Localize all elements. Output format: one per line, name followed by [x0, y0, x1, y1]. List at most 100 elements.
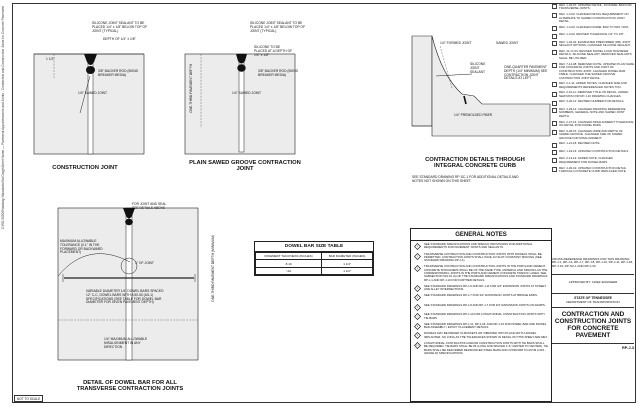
revision-box: [552, 166, 557, 172]
revision-text: REV. 2-13-19: ADDED NOTE, CHANGED REQUIR…: [559, 156, 613, 164]
dowel-bar-size-table: DOWEL BAR SIZE TABLE PAVEMENT THICKNESS …: [254, 241, 374, 277]
table-cell: 1 1/2": [321, 266, 373, 276]
curb-note: SEE STANDARD DRAWING RP-SC-1 FOR ADDITIO…: [412, 175, 519, 183]
cj-label-rod: 3/8" BACKER ROD (BOND BREAKER MEDIA): [98, 69, 139, 77]
sheet-border: [12, 3, 636, 403]
revision-text: REV. 9-28-15: CHANGED WIRE AND DEPTH OF …: [559, 128, 623, 140]
silicone-sealant: [84, 54, 97, 65]
approval: APPROVED BY: CHIEF ENGINEER: [568, 280, 618, 285]
revision-text: REV. 3-26-12: REVISED NUMBER FOR DETAILS…: [559, 99, 625, 104]
revision-box: [552, 4, 557, 10]
table-row: >10 1 1/2": [254, 266, 373, 276]
department: DEPARTMENT OF TRANSPORTATION: [566, 299, 620, 304]
revision-text: REV. 2-16-11: REMOVED TITLE ON DETAIL. A…: [559, 90, 629, 98]
revision-item: REV. 11-17-04: REVISED DOWEL LOAD TRANSF…: [552, 48, 634, 60]
curb-drawing: [411, 35, 551, 137]
sawed-groove-drawing: [184, 53, 296, 155]
revision-item: REV. 4-30-19: UPDATED CONSTRUCTION DETAI…: [552, 165, 634, 174]
revision-text: REV. 4-29-14: CHANGED DRAWING REFERENCE …: [559, 106, 626, 118]
curb-label-depth: ONE-QUARTER PAVEMENT DEPTH (1/4" MINIMUM…: [504, 65, 548, 81]
revision-box: [552, 62, 557, 68]
sg-label-third: ONE-THIRD PAVEMENT DEPTH: [189, 64, 193, 113]
revision-box: [552, 91, 557, 97]
revision-item: REV. 2-27-15: CHANGED MISALIGNMENT TOLER…: [552, 119, 634, 128]
revision-item: REV. 4-29-14: CHANGED DRAWING REFERENCE …: [552, 106, 634, 118]
general-notes-title: GENERAL NOTES: [411, 229, 551, 241]
revision-box: [552, 157, 557, 163]
revision-text: REV. 1-21-18: REVISED NOTE.: [559, 141, 601, 146]
dowel-label-third: ONE-THIRD PAVEMENT DEPTH (MINIMUM): [211, 235, 215, 302]
sg-label-rod: 3/8" BACKER ROD (BOND BREAKER MEDIA): [258, 69, 299, 77]
curb-label-fiber: 1/4" PREMOLDED FIBER: [454, 113, 493, 117]
revision-box: [552, 150, 557, 156]
revision-box: [552, 13, 557, 19]
cj-label-saw: 1/4" SAWED JOINT: [78, 91, 108, 95]
revision-text: REV. 1-4-00: CHANGED DETAIL REQUIREMENT …: [559, 12, 629, 24]
revision-text: REV. 2-27-15: CHANGED MISALIGNMENT TOLER…: [559, 119, 634, 128]
curb-label-sealant: SILICONE JOINT SEALANT: [470, 62, 486, 74]
revision-text: REV. 1-23-19: UPDATED CONSTRUCTION DETAI…: [559, 148, 629, 153]
revision-text: REV. 2-1-11: ADDED NOTES, CHANGED SIZE A…: [559, 81, 627, 89]
revision-box: [552, 120, 557, 126]
revision-text: REV. 1-4-00: CHANGED DOWEL BAR TO 50% / …: [559, 24, 630, 29]
dowel-label-joint: 1" OF JOINT: [135, 261, 154, 265]
revision-box: [552, 41, 557, 47]
dowel-detail-title: DETAIL OF DOWEL BAR FOR ALL TRANSVERSE C…: [76, 380, 184, 392]
dowel-table-header: BAR DIAMETER (INCHES): [321, 251, 373, 261]
revision-text: REV. 4-30-19: UPDATED CONSTRUCTION DETAI…: [559, 165, 627, 174]
file-path-strip: Z:\RD-5050\Roadway Standards\Std Dwgs\Sh…: [1, 6, 10, 402]
dowel-detail-drawing: [57, 207, 199, 361]
revision-item: REV. 1-04-02: ELIMINATED PREFORMED (RR) …: [552, 39, 634, 48]
construction-joint-drawing: [33, 53, 145, 155]
revision-box: [552, 33, 557, 39]
revision-text: REV. 1-4-00: REVISED TOLERANCE 1/4" TO 1…: [559, 32, 625, 37]
revision-box: [552, 50, 557, 56]
state-name: STATE OF TENNESSEE: [574, 295, 612, 300]
cj-label-depth: DEPTH OF 1/4" ± 1/8": [103, 37, 136, 41]
revision-item: REV. 1-21-18: REVISED NOTE.: [552, 141, 634, 148]
dowel-table: PAVEMENT THICKNESS (INCHES) BAR DIAMETER…: [254, 251, 373, 276]
revision-text: REV. 1-04-02: ELIMINATED PREFORMED (RR) …: [559, 39, 631, 48]
dowel-label-tolerance: MAXIMUM ALLOWABLE TOLERANCE (0.1" IN THE…: [60, 239, 103, 255]
title-block: CROSS-REFERENCE DRAWINGS FOR THIS DRAWIN…: [552, 257, 634, 401]
revision-item: REV. 7-14-08: REMOVED NOTE. UPDATED PLAN…: [552, 61, 635, 80]
cj-label-dim: 1 1/2": [46, 57, 55, 61]
sheet-number: RP-J-3: [621, 346, 634, 351]
revision-list: REV. 1-02-97: UPDATED DETAIL, IN DOWEL B…: [552, 3, 635, 176]
revision-box: [552, 142, 557, 148]
revision-item: REV. 1-02-97: UPDATED DETAIL, IN DOWEL B…: [552, 3, 634, 11]
revision-item: REV. 1-4-00: CHANGED DETAIL REQUIREMENT …: [552, 12, 634, 24]
revision-box: [552, 130, 557, 136]
sg-label-sealant: SILICONE JOINT SEALANT TO BE PLACED 1/4"…: [250, 21, 306, 33]
table-cell: >10: [254, 266, 323, 276]
sheet-title: CONTRACTION AND CONSTRUCTION JOINTS FOR …: [554, 311, 632, 340]
curb-label-sawed: SAWED JOINT: [496, 41, 519, 45]
dowel-label-seal: FOR JOINT AND SEAL SEE DETAILS ABOVE: [132, 202, 167, 210]
table-row: 8-10 1 1/4": [254, 259, 373, 268]
not-to-scale-label: NOT TO SCALE: [14, 395, 44, 402]
revision-item: REV. 1-23-19: UPDATED CONSTRUCTION DETAI…: [552, 148, 634, 156]
cross-reference: CROSS-REFERENCE DRAWINGS FOR THIS DRAWIN…: [552, 257, 633, 268]
backer-rod: [86, 66, 95, 74]
file-path-text: Z:\RD-5050\Roadway Standards\Std Dwgs\Sh…: [1, 6, 5, 230]
table-cell: 8-10: [254, 259, 323, 268]
revision-box: [552, 82, 557, 88]
revision-box: [552, 26, 557, 32]
sawed-groove-title: PLAIN SAWED GROOVE CONTRACTION JOINT: [189, 160, 301, 172]
revision-item: REV. 9-28-15: CHANGED WIRE AND DEPTH OF …: [552, 128, 634, 140]
revision-item: REV. 2-13-19: ADDED NOTE, CHANGED REQUIR…: [552, 157, 634, 164]
dowel-table-title: DOWEL BAR SIZE TABLE: [255, 242, 373, 252]
revision-text: REV. 1-02-97: UPDATED DETAIL, IN DOWEL B…: [559, 3, 632, 11]
revision-text: REV. 7-14-08: REMOVED NOTE. UPDATED PLAN…: [559, 61, 635, 80]
revision-text: REV. 11-17-04: REVISED DOWEL LOAD TRANSF…: [559, 48, 632, 60]
dowel-label-misalign: 1/4" MAXIMUM ALLOWABLE MISALIGNMENT IN A…: [104, 337, 148, 349]
table-cell: 1 1/4": [321, 259, 373, 268]
